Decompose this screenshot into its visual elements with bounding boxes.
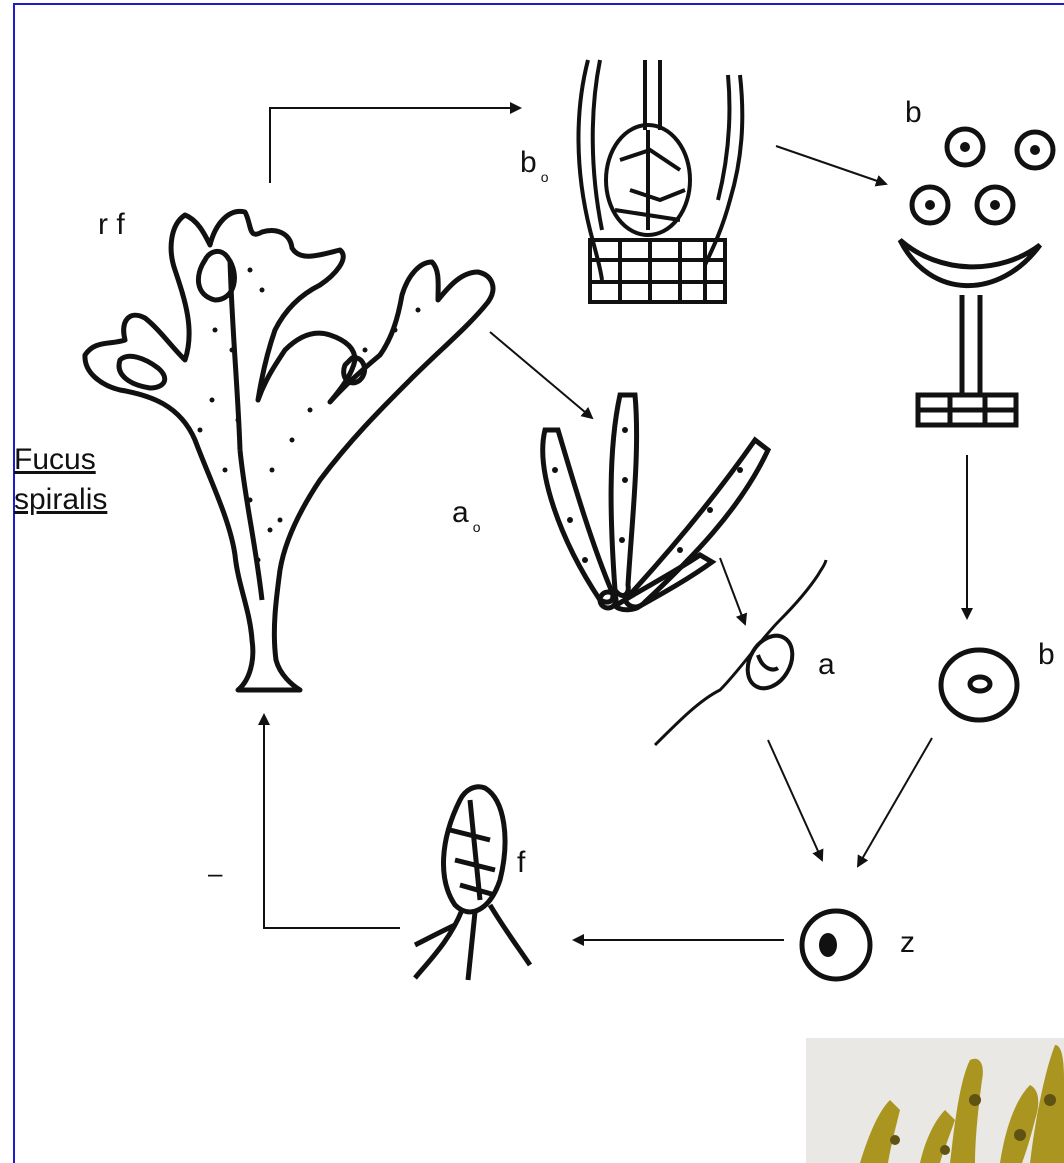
seaweed-photo bbox=[806, 1038, 1064, 1163]
oogonium-drawing bbox=[578, 60, 742, 302]
antherozoid-drawing bbox=[655, 560, 826, 745]
arrow-egg-to-z bbox=[858, 738, 932, 866]
arrow-rf-to-bo bbox=[270, 108, 520, 183]
species-title: Fucus spiralis bbox=[14, 440, 107, 520]
label-ao-main: a bbox=[452, 496, 469, 529]
germling-drawing bbox=[415, 787, 530, 980]
label-bo-sub: o bbox=[541, 169, 549, 185]
antheridia-drawing bbox=[543, 395, 768, 610]
arrow-f-to-rf bbox=[264, 715, 400, 928]
label-dash: – bbox=[208, 860, 222, 886]
label-b-egg: b bbox=[1038, 640, 1055, 670]
label-z: z bbox=[900, 928, 915, 958]
label-ao-sub: o bbox=[473, 519, 481, 535]
arrow-ao-to-a bbox=[720, 558, 745, 624]
label-rf: r f bbox=[98, 210, 125, 240]
label-bo-main: b bbox=[520, 146, 537, 179]
title-line-2: spiralis bbox=[14, 480, 107, 520]
arrow-bo-to-b bbox=[776, 146, 886, 184]
egg-release-drawing bbox=[900, 129, 1053, 425]
arrow-a-to-z bbox=[768, 740, 822, 860]
title-line-1: Fucus bbox=[14, 440, 107, 480]
label-a: a bbox=[818, 650, 835, 680]
label-b: b bbox=[905, 98, 922, 128]
label-f: f bbox=[517, 848, 525, 878]
zygote-drawing bbox=[802, 911, 870, 979]
adult-thallus-drawing bbox=[85, 211, 493, 690]
egg-cell-drawing bbox=[941, 650, 1017, 720]
arrows bbox=[264, 108, 967, 940]
arrow-rf-to-ao bbox=[490, 332, 592, 418]
